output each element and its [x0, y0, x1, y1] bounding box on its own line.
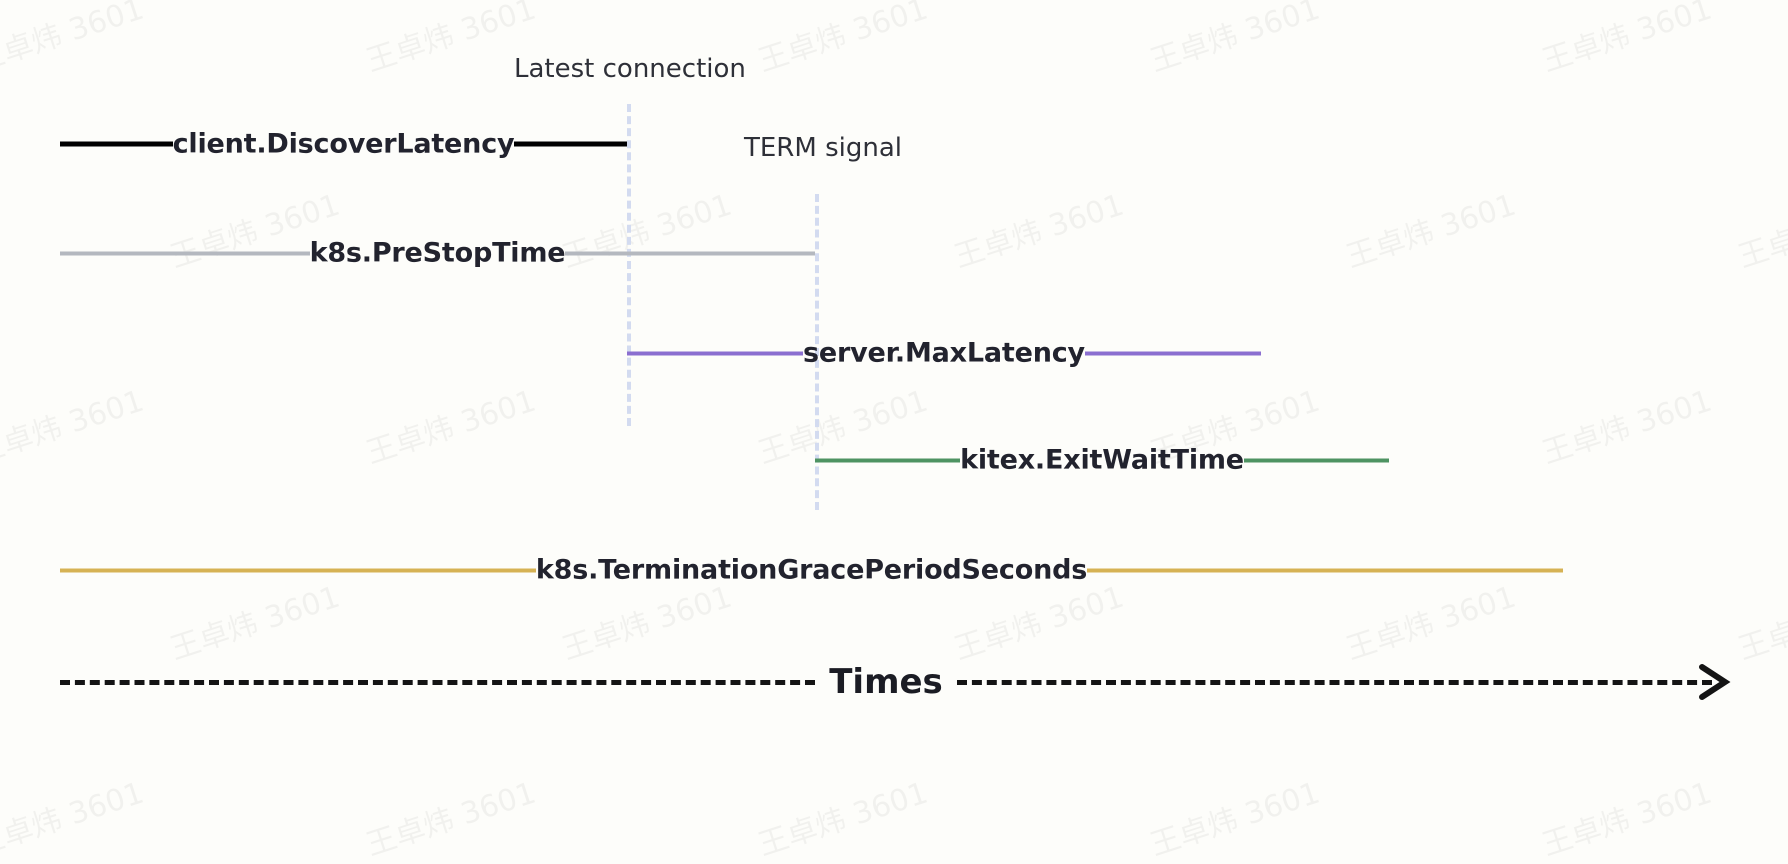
marker-line-term-signal: [815, 194, 819, 510]
watermark-text: 王卓炜 3601: [1536, 768, 1717, 864]
track-line-right-k8s-prestop-time: [565, 251, 815, 255]
track-label-k8s-termination-grace-period-seconds: k8s.TerminationGracePeriodSeconds: [535, 554, 1088, 586]
track-line-left-client-discover-latency: [60, 141, 173, 147]
times-axis: Times: [60, 662, 1713, 702]
track-line-right-server-max-latency: [1084, 351, 1261, 355]
track-line-right-client-discover-latency: [514, 141, 627, 147]
track-label-kitex-exit-wait-time: kitex.ExitWaitTime: [960, 444, 1244, 476]
watermark-text: 王卓炜 3601: [752, 768, 933, 864]
track-label-server-max-latency: server.MaxLatency: [803, 337, 1085, 369]
track-label-k8s-prestop-time: k8s.PreStopTime: [309, 237, 566, 269]
track-line-right-kitex-exit-wait-time: [1243, 458, 1389, 462]
marker-label-latest-connection: Latest connection: [514, 54, 746, 84]
track-client-discover-latency: client.DiscoverLatency: [60, 131, 627, 158]
watermark-text: 王卓炜 3601: [1144, 768, 1325, 864]
track-server-max-latency: server.MaxLatency: [627, 340, 1261, 367]
marker-label-term-signal: TERM signal: [744, 133, 902, 163]
track-k8s-termination-grace-period-seconds: k8s.TerminationGracePeriodSeconds: [60, 557, 1563, 584]
track-label-client-discover-latency: client.DiscoverLatency: [172, 128, 515, 160]
times-axis-dash-right: [956, 679, 1713, 685]
track-line-left-server-max-latency: [627, 351, 804, 355]
track-kitex-exit-wait-time: kitex.ExitWaitTime: [815, 447, 1389, 474]
track-line-right-k8s-termination-grace-period-seconds: [1087, 568, 1563, 572]
times-axis-label: Times: [829, 662, 943, 702]
track-k8s-prestop-time: k8s.PreStopTime: [60, 240, 815, 267]
track-line-left-k8s-prestop-time: [60, 251, 310, 255]
track-line-left-k8s-termination-grace-period-seconds: [60, 568, 536, 572]
watermark-text: 王卓炜 3601: [0, 768, 148, 864]
watermark-text: 王卓炜 3601: [360, 768, 541, 864]
track-line-left-kitex-exit-wait-time: [815, 458, 961, 462]
times-axis-dash-left: [60, 679, 816, 685]
marker-line-latest-connection: [627, 104, 631, 426]
timeline-diagram: Latest connection TERM signal client.Dis…: [60, 54, 1731, 702]
